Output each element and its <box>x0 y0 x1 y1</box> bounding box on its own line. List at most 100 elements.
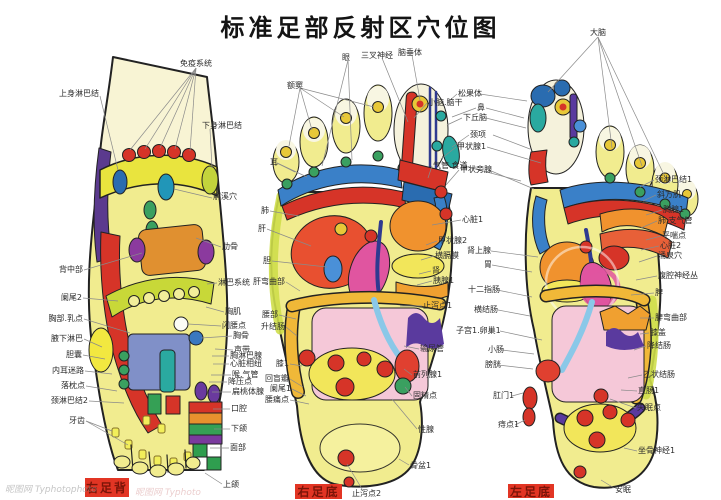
zone-label: 脑垂体 <box>398 48 422 57</box>
zone-label: 背中部 <box>59 265 83 274</box>
zone-label: 胸肌 <box>225 307 241 316</box>
zone-label: 肺.支气管 <box>658 216 693 225</box>
zone-label: 降压点 <box>228 377 252 386</box>
zone-label: 甲状腺2 <box>438 236 468 245</box>
zone-label: 降结肠 <box>647 341 671 350</box>
zone-label: 下身淋巴结 <box>202 121 242 130</box>
zone-label: 止泻点1 <box>423 301 453 310</box>
zone-label: 横膈膜 <box>435 251 459 260</box>
zone-label: 颈淋巴结2 <box>50 396 88 405</box>
zone-label: 气管.食道 <box>433 161 468 170</box>
zone-label: 颈项 <box>470 130 486 139</box>
zone-label: 甲状旁腺 <box>460 165 492 174</box>
zone-label: 鼻 <box>477 103 485 112</box>
zone-label: 牙齿 <box>69 416 85 425</box>
zone-label: 脾 <box>655 288 663 297</box>
zone-label: 胸部.乳点 <box>48 314 83 323</box>
zone-label: 解溪穴 <box>213 192 237 201</box>
foot-tag-left-foot-sole: 左足底 <box>508 484 554 499</box>
zone-label: 直肠1 <box>638 386 660 395</box>
zone-label: 膝1 <box>275 359 289 368</box>
zone-label: 脾弯曲部 <box>655 313 687 322</box>
zone-label: 腋下淋巴 <box>51 334 83 343</box>
zone-label: 胰腺1 <box>433 276 455 285</box>
zone-label: 小肠 <box>488 345 504 354</box>
zone-label: 回盲瓣 <box>265 374 289 383</box>
zone-label: 横结肠 <box>474 305 498 314</box>
zone-label: 输尿管 <box>420 344 444 353</box>
zone-label: 心脏相纽 <box>230 359 262 368</box>
zone-label: 阑尾1 <box>269 384 291 393</box>
zone-label: 胃 <box>484 260 492 269</box>
zone-label: 失眠点 <box>637 403 661 412</box>
zone-label: 松果体 <box>458 89 482 98</box>
zone-label: 淋巴系统 <box>218 278 250 287</box>
zone-label: 腰痛点 <box>265 395 289 404</box>
zone-label: 三叉神经 <box>361 51 393 60</box>
zone-label: 肝弯曲部 <box>253 277 285 286</box>
foot-tag-right-foot-dorsum: 右足背 <box>85 478 129 497</box>
zone-label: 十二指肠 <box>468 285 500 294</box>
right-foot-dorsum-art <box>87 56 229 478</box>
zone-label: 性腺 <box>418 425 434 434</box>
zone-label: 胸腺1 <box>663 205 685 214</box>
zone-label: 眼 <box>342 53 350 62</box>
zone-label: 小脑.脑干 <box>428 98 463 107</box>
zone-label: 痔点1 <box>498 420 520 429</box>
zone-label: 肾上腺 <box>467 246 491 255</box>
zone-label: 耳 <box>270 158 278 167</box>
zone-label: 下颌 <box>231 424 247 433</box>
zone-label: 颈淋巴结1 <box>655 175 693 184</box>
zone-label: 落枕点 <box>61 381 85 390</box>
chart-title: 标准足部反射区穴位图 <box>220 14 501 42</box>
zone-label: 肋骨 <box>222 242 238 251</box>
zone-label: 固精点 <box>413 391 437 400</box>
zone-label: 心脏2 <box>660 241 682 250</box>
zone-label: 膝盖 <box>650 328 666 337</box>
zone-label: 止泻点2 <box>352 489 382 498</box>
zone-label: 胸淋巴腺 <box>230 351 262 360</box>
zone-label: 内耳迷路 <box>52 366 84 375</box>
zone-label: 胸骨 <box>233 331 249 340</box>
zone-label: 坐骨神经1 <box>638 446 676 455</box>
zone-label: 免疫系统 <box>180 59 212 68</box>
foot-tag-right-foot-sole: 右足底 <box>295 484 342 499</box>
zone-label: 肺 <box>261 206 269 215</box>
zone-label: 肛门1 <box>493 391 515 400</box>
zone-label: 大脑 <box>590 28 606 37</box>
zone-label: 下丘脑 <box>463 113 487 122</box>
zone-label: 平喘点 <box>662 231 686 240</box>
zone-label: 胆囊 <box>66 350 82 359</box>
zone-label: 甲状腺1 <box>457 142 487 151</box>
zone-label: 安眠 <box>615 485 631 494</box>
zone-label: 腰部 <box>262 310 278 319</box>
zone-label: 肾 <box>432 266 440 275</box>
zone-label: 膀胱 <box>485 360 501 369</box>
zone-label: 闪腰点 <box>222 321 246 330</box>
zone-label: 口腔 <box>231 404 247 413</box>
zone-label: 前列腺1 <box>413 370 443 379</box>
zone-label: 声带 <box>234 345 250 354</box>
watermark-text: 昵图网 Typhoto <box>135 488 201 498</box>
zone-label: 阑尾2 <box>60 293 82 302</box>
zone-label: 上颌 <box>223 480 239 489</box>
zone-label: 胆 <box>263 256 271 265</box>
zone-label: 上身淋巴结 <box>59 89 99 98</box>
left-foot-sole-art <box>522 79 699 489</box>
zone-label: 腹腔神经丛 <box>658 271 698 280</box>
zone-label: 扁桃体腺 <box>232 387 264 396</box>
zone-label: 骨盆1 <box>410 461 432 470</box>
zone-label: 子宫1.卵巢1 <box>456 326 501 335</box>
zone-label: 额窦 <box>287 81 303 90</box>
zone-label: 斜方肌 <box>657 190 681 199</box>
zone-label: 肝 <box>258 224 266 233</box>
zone-label: 面部 <box>230 443 246 452</box>
watermark-text: 昵图网 Typhotophoto <box>5 485 97 495</box>
zone-label: 涌泉穴 <box>658 251 682 260</box>
zone-label: 心脏1 <box>462 215 484 224</box>
zone-label: 升结肠 <box>261 322 285 331</box>
zone-label: 乙状结肠 <box>643 370 675 379</box>
